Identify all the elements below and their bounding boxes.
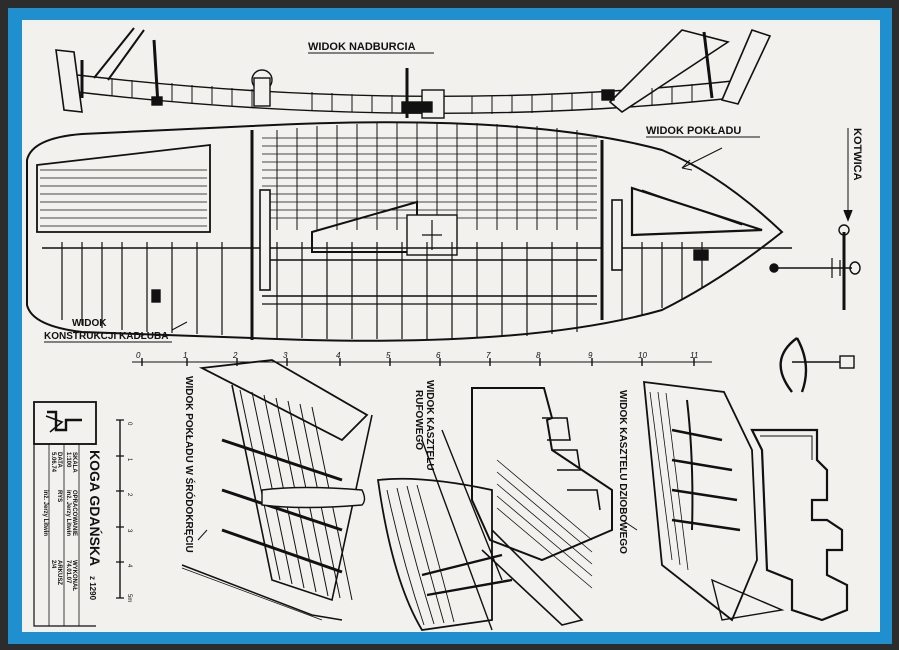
plan-drawing: WIDOK NADBURCIA WIDOK POKŁADU KOTWICA WI… bbox=[26, 27, 863, 631]
tb-cell: DATA bbox=[56, 452, 62, 468]
label-deck: WIDOK POKŁADU bbox=[646, 125, 741, 137]
frame-number: 8 bbox=[536, 351, 541, 360]
frame-number: 1 bbox=[183, 351, 187, 360]
label-midship: WIDOK POKŁADU W ŚRÓDOKRĘCIU bbox=[183, 376, 196, 553]
tb-cell: 1:100 bbox=[65, 452, 71, 468]
frame-number: 2 bbox=[232, 351, 238, 360]
scale-mark: 5m bbox=[126, 594, 132, 602]
label-bulwark: WIDOK NADBURCIA bbox=[308, 41, 416, 53]
label-arrows bbox=[171, 147, 723, 541]
frame-number: 4 bbox=[336, 351, 341, 360]
label-hull-1: WIDOK bbox=[72, 318, 107, 329]
tb-cell: 2/4 bbox=[50, 560, 56, 569]
frame-number: 11 bbox=[690, 351, 698, 360]
label-anchor: KOTWICA bbox=[851, 128, 863, 181]
scale-mark: 2 bbox=[126, 493, 132, 497]
tb-cell: 5.06.74 bbox=[50, 452, 56, 473]
frame-number: 9 bbox=[588, 351, 593, 360]
tb-cell: ARKUSZ bbox=[56, 560, 62, 585]
tb-cell: 74.01.07 bbox=[65, 560, 71, 584]
title-subtitle: z 1290 bbox=[88, 576, 97, 601]
label-bow: WIDOK KASZTELU DZIOBOWEGO bbox=[617, 390, 628, 554]
scale-mark: 1 bbox=[126, 458, 132, 462]
frame-number: 10 bbox=[638, 351, 647, 360]
bow-castle-view bbox=[642, 380, 849, 622]
tb-cell: inż. Jerzy Litwin bbox=[65, 490, 71, 536]
title-block bbox=[33, 401, 124, 627]
tb-cell: SKALA bbox=[71, 452, 77, 473]
deck-plan-view bbox=[26, 121, 792, 342]
scale-mark: 4 bbox=[126, 564, 132, 568]
stern-castle-view bbox=[376, 387, 613, 631]
frame-number: 6 bbox=[436, 351, 441, 360]
label-stern-2: RUFOWEGO bbox=[413, 390, 424, 450]
tb-cell: inż. Jerzy Litwin bbox=[42, 490, 48, 536]
scale-mark: 0 bbox=[126, 422, 132, 426]
frame-station-line bbox=[132, 358, 712, 366]
midship-deck-view bbox=[181, 359, 373, 621]
frame-number: 7 bbox=[486, 351, 491, 360]
label-stern-1: WIDOK KASZTELU bbox=[424, 380, 435, 471]
frame-number: 3 bbox=[283, 351, 288, 360]
title-text: KOGA GDAŃSKA bbox=[87, 450, 103, 566]
tb-cell: OPRACOWANIE bbox=[71, 490, 77, 536]
frame-number: 0 bbox=[136, 351, 141, 360]
bulwark-view bbox=[55, 27, 772, 119]
anchor-views bbox=[769, 128, 861, 393]
drawing-sheet: WIDOK NADBURCIA WIDOK POKŁADU KOTWICA WI… bbox=[22, 20, 880, 632]
scale-mark: 3 bbox=[126, 529, 132, 533]
tb-cell: WYKONAŁ bbox=[71, 560, 77, 591]
label-hull-2: KONSTRUKCJI KADŁUBA bbox=[44, 331, 168, 342]
frame-number: 5 bbox=[386, 351, 391, 360]
tb-cell: RYS bbox=[56, 490, 62, 502]
